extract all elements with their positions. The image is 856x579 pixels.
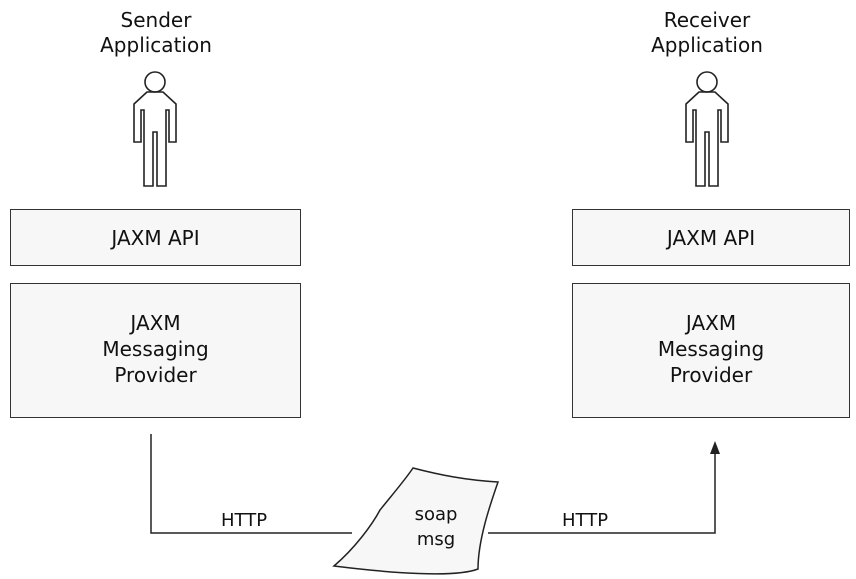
sender-messaging-provider-box: JAXM Messaging Provider (10, 283, 301, 418)
receiver-messaging-provider-box: JAXM Messaging Provider (572, 283, 850, 418)
soap-message-label: soap msg (406, 502, 466, 552)
receiver-title: Receiver Application (607, 8, 807, 58)
receiver-person-icon (685, 71, 729, 187)
sender-title-line2: Application (100, 33, 212, 57)
receiver-provider-line3: Provider (669, 363, 753, 387)
receiver-provider-line2: Messaging (657, 337, 765, 361)
soap-message-line2: msg (416, 529, 456, 550)
sender-provider-line3: Provider (114, 363, 197, 387)
receiver-api-label: JAXM API (666, 225, 756, 250)
right-http-label: HTTP (562, 510, 609, 531)
sender-title: Sender Application (56, 8, 256, 58)
soap-document-icon (332, 467, 500, 575)
soap-message-line1: soap (414, 504, 458, 525)
sender-title-line1: Sender (120, 8, 192, 32)
sender-http-line (150, 434, 352, 534)
arrow-up-icon (710, 441, 720, 454)
left-http-label: HTTP (221, 510, 268, 531)
receiver-jaxm-api-box: JAXM API (572, 209, 850, 266)
receiver-http-line (488, 452, 716, 534)
sender-provider-line2: Messaging (102, 337, 209, 361)
sender-api-label: JAXM API (111, 225, 200, 250)
sender-jaxm-api-box: JAXM API (10, 209, 301, 266)
receiver-provider-line1: JAXM (685, 311, 737, 335)
sender-provider-line1: JAXM (130, 311, 181, 335)
sender-person-icon (133, 71, 177, 187)
receiver-title-line2: Application (651, 33, 763, 57)
receiver-title-line1: Receiver (663, 8, 751, 32)
